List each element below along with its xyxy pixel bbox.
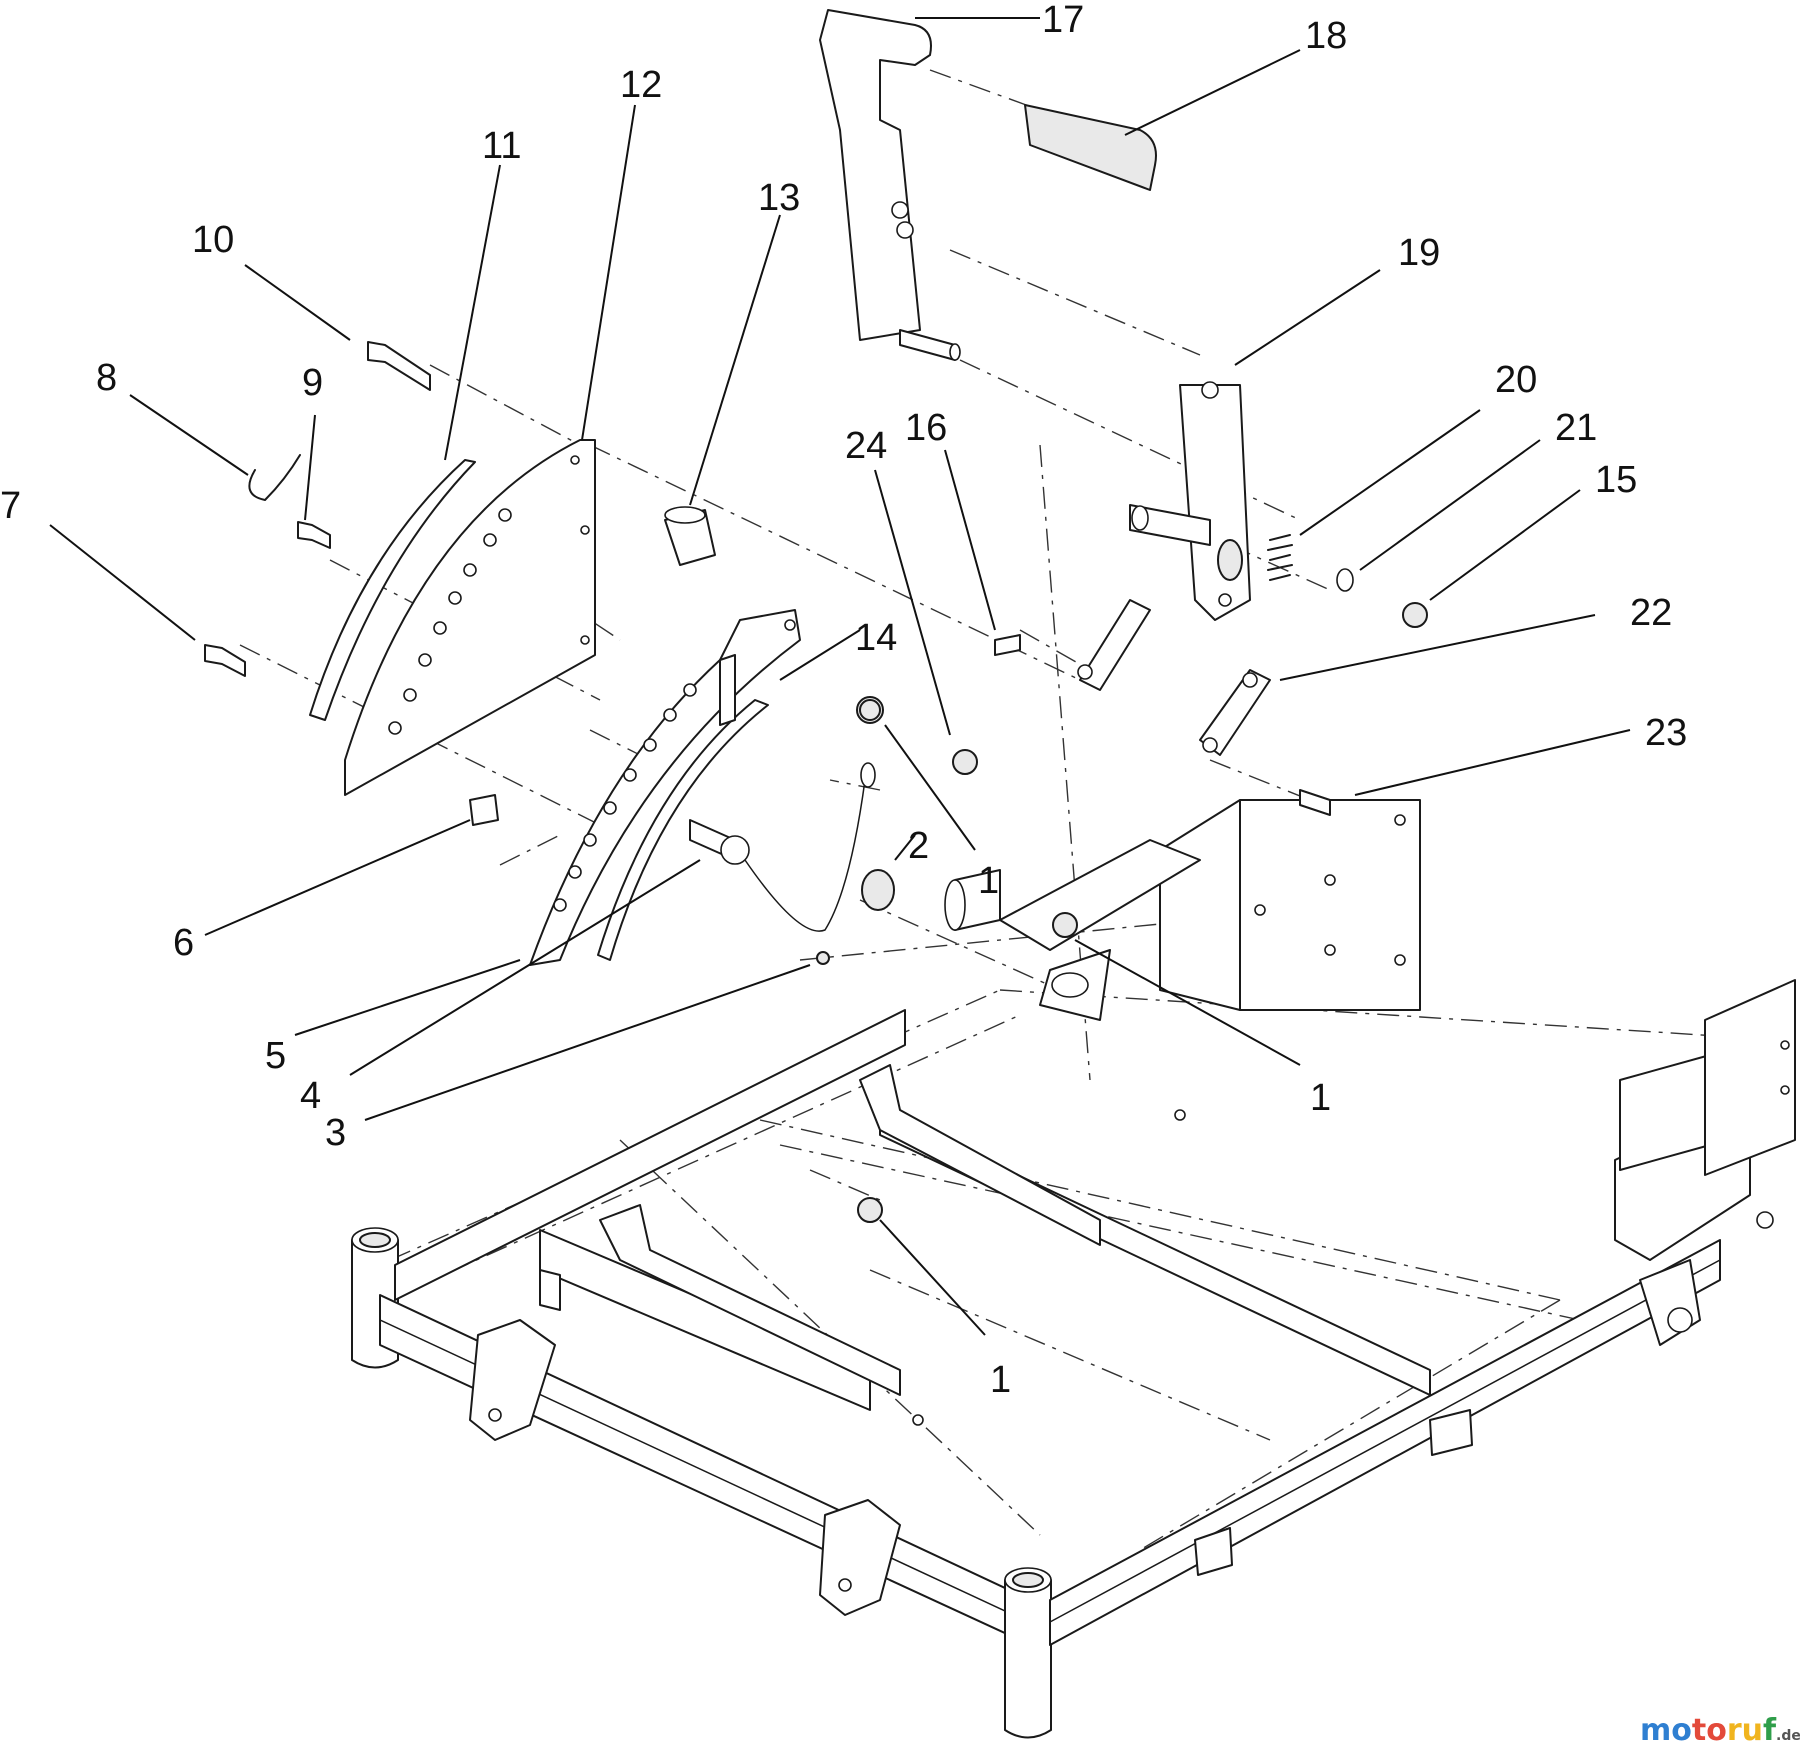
watermark-logo: motoruf.de [1640,1713,1800,1748]
callout-labels: 17 18 12 11 13 10 19 8 9 20 24 16 21 15 … [0,0,1687,1401]
callout-1-lower: 1 [990,1359,1011,1401]
callout-14: 14 [855,617,897,659]
callout-2: 2 [908,825,929,867]
spacer [469,794,499,826]
callout-18: 18 [1305,15,1347,57]
washer [1336,568,1354,592]
height-plate-outer [344,439,596,796]
callout-1-right: 1 [1310,1077,1331,1119]
bolt-short [297,521,331,549]
callout-20: 20 [1495,359,1537,401]
flange-nuts [857,699,1078,1223]
lanyard-cable [744,762,876,932]
height-plate-inner [529,609,801,966]
set-screw [816,951,830,965]
spring-pin [994,634,1021,656]
callout-4: 4 [300,1075,321,1117]
mower-frame [351,979,1796,1739]
height-pin [689,819,750,865]
deck-lift-handle [819,9,961,361]
callout-6: 6 [173,922,194,964]
callout-22: 22 [1630,592,1672,634]
callout-19: 19 [1398,232,1440,274]
shoulder-bolt [1299,789,1331,816]
bolt-long-lower [204,644,246,677]
callout-17: 17 [1042,0,1084,41]
watermark-text: motoruf.de [1640,1713,1800,1748]
leader-lines [49,17,1631,1336]
callout-5: 5 [265,1035,286,1077]
callout-8: 8 [96,357,117,399]
callout-1-upper: 1 [978,860,999,902]
bushing [664,506,716,566]
callout-7: 7 [0,485,21,527]
lift-weldment [861,799,1421,1021]
callout-12: 12 [620,64,662,106]
callout-13: 13 [758,177,800,219]
callout-21: 21 [1555,407,1597,449]
hair-pin-clip [248,454,301,501]
height-strip [309,459,476,721]
callout-15: 15 [1595,459,1637,501]
watermark-suffix: .de [1776,1728,1800,1744]
spring [1267,534,1293,581]
link-plates [1077,599,1271,756]
inner-strip [597,654,769,961]
handle-grip [1024,104,1157,191]
callout-24: 24 [845,425,887,467]
callout-23: 23 [1645,712,1687,754]
callout-16: 16 [905,407,947,449]
pivot-link [1129,381,1251,621]
callout-10: 10 [192,219,234,261]
callout-9: 9 [302,362,323,404]
callout-3: 3 [325,1112,346,1154]
callout-11: 11 [482,125,521,167]
lock-nut [1402,602,1428,628]
bolt-long-upper [367,341,431,391]
